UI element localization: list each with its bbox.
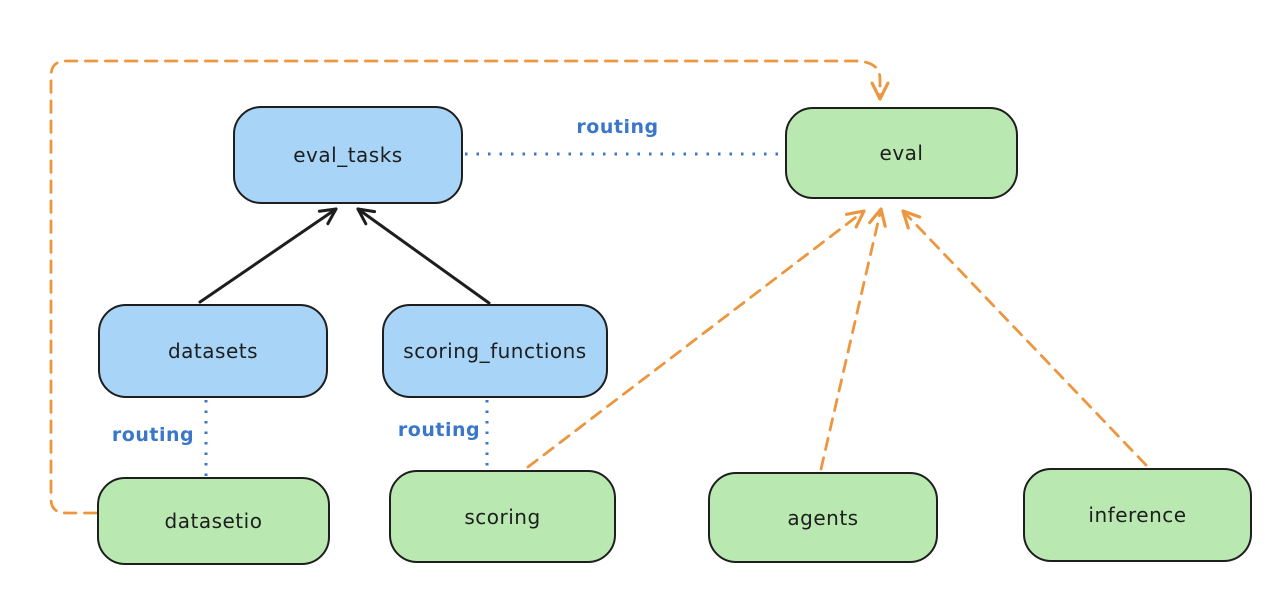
edge-scoring-functions-to-eval-tasks: [356, 207, 491, 305]
node-agents: agents: [708, 472, 938, 563]
node-inference-label: inference: [1088, 503, 1187, 527]
edge-inference-to-eval: [901, 209, 1148, 467]
node-scoring-functions: scoring_functions: [382, 304, 608, 398]
node-eval: eval: [785, 107, 1018, 199]
edge-datasets-to-eval-tasks: [198, 207, 338, 304]
node-eval-tasks: eval_tasks: [233, 106, 463, 204]
node-scoring-functions-label: scoring_functions: [403, 339, 587, 363]
edge-label-routing-eval-tasks-eval: routing: [576, 116, 659, 138]
edge-label-routing-datasets-datasetio: routing: [111, 424, 195, 446]
node-agents-label: agents: [787, 505, 859, 530]
node-datasets: datasets: [98, 304, 328, 398]
node-datasets-label: datasets: [167, 339, 259, 363]
node-eval-tasks-label: eval_tasks: [293, 143, 403, 167]
node-datasetio: datasetio: [97, 477, 330, 565]
node-inference: inference: [1023, 468, 1252, 562]
node-eval-label: eval: [879, 141, 924, 165]
node-scoring-label: scoring: [464, 504, 541, 529]
node-datasetio-label: datasetio: [164, 509, 263, 533]
edge-label-routing-scoring-functions-scoring: routing: [397, 419, 481, 441]
edge-agents-to-eval: [819, 207, 887, 471]
node-scoring: scoring: [389, 470, 616, 563]
